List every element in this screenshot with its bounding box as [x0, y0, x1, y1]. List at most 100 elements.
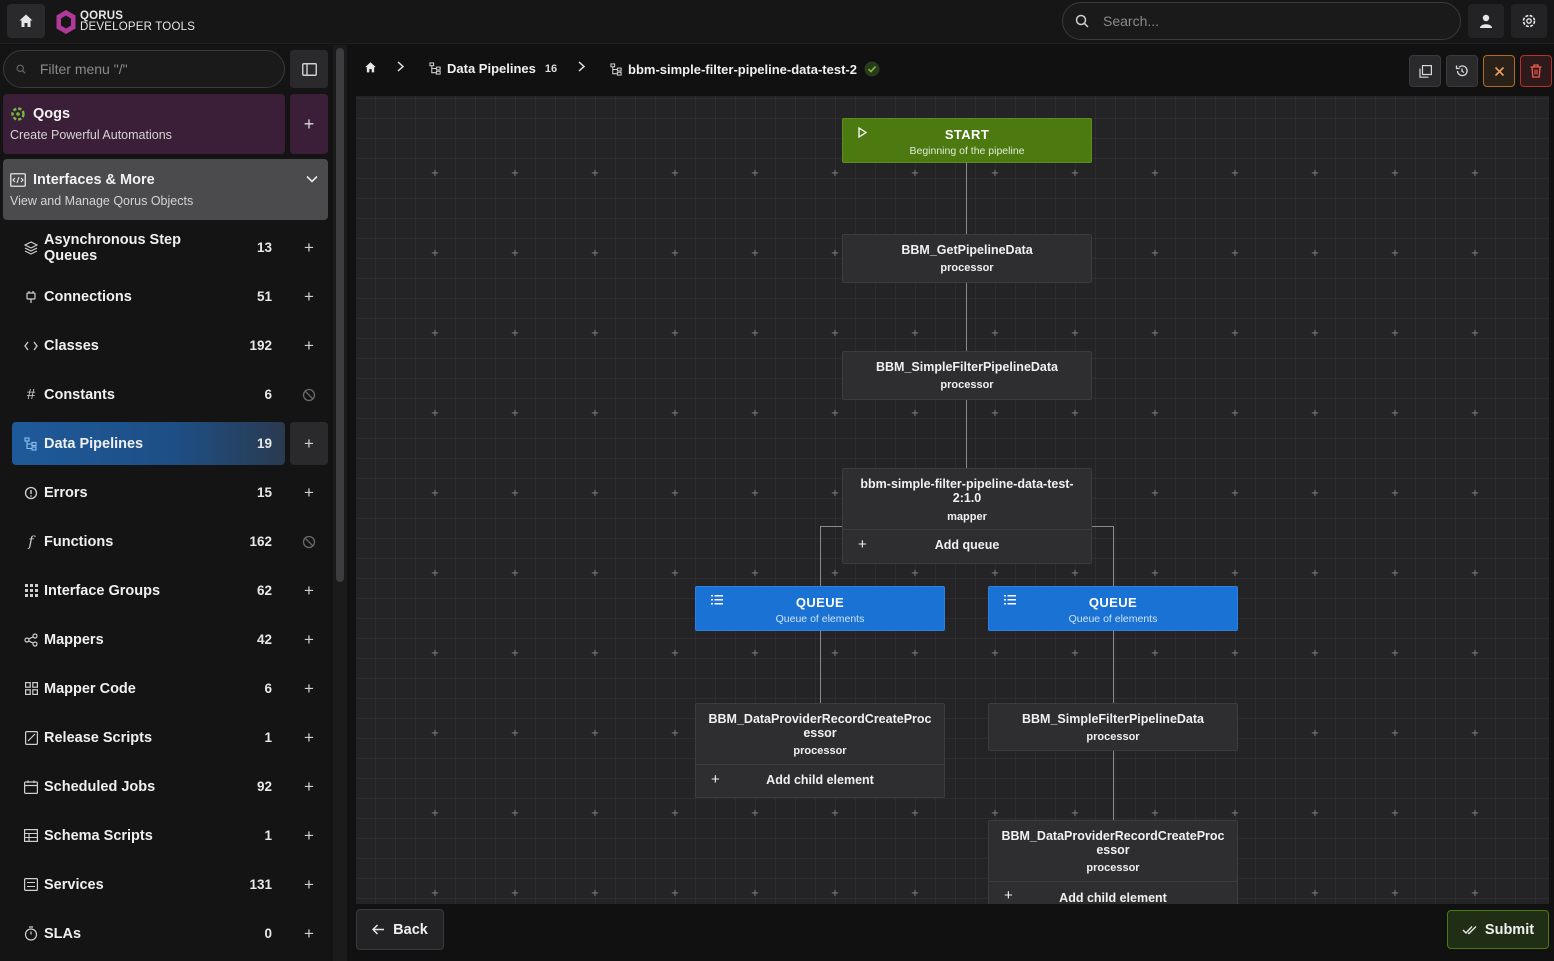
grid-marker: +: [1310, 248, 1320, 259]
grid-marker: +: [750, 488, 760, 499]
pipeline-node-left-record-create[interactable]: BBM_DataProviderRecordCreateProcessor pr…: [695, 703, 945, 798]
sidebar-item-services[interactable]: Services 131: [12, 863, 285, 906]
interfaces-card[interactable]: Interfaces & More View and Manage Qorus …: [3, 159, 328, 220]
clone-button[interactable]: [1409, 55, 1441, 87]
start-node[interactable]: START Beginning of the pipeline: [842, 118, 1092, 163]
sidebar-item-count: 1: [264, 828, 272, 843]
submit-button[interactable]: Submit: [1447, 910, 1549, 949]
sidebar-scrollbar-thumb[interactable]: [336, 48, 344, 582]
sidebar-item-schema-scripts[interactable]: Schema Scripts 1: [12, 814, 285, 857]
filter-menu-input[interactable]: [37, 60, 284, 78]
sidebar-item-interface-groups[interactable]: Interface Groups 62: [12, 569, 285, 612]
add-child-element-button[interactable]: + Add child element: [696, 764, 944, 795]
add-service-button[interactable]: +: [290, 863, 328, 906]
pipeline-node-right-record-create[interactable]: BBM_DataProviderRecordCreateProcessor pr…: [988, 820, 1238, 904]
search-icon: [16, 64, 26, 74]
add-schema-script-button[interactable]: +: [290, 814, 328, 857]
sidebar-item-label: Mapper Code: [44, 680, 136, 697]
grid-marker: +: [430, 808, 440, 819]
global-search[interactable]: [1062, 2, 1461, 40]
grid-marker: +: [1470, 168, 1480, 179]
plus-icon: +: [304, 776, 314, 796]
grid-marker: +: [590, 648, 600, 659]
add-child-label: Add child element: [766, 773, 874, 787]
sidebar-item-errors[interactable]: Errors 15: [12, 471, 285, 514]
history-icon: [1455, 65, 1468, 77]
sidebar-item-slas[interactable]: SLAs 0: [12, 912, 285, 955]
grid-marker: +: [670, 408, 680, 419]
pipeline-node-mapper[interactable]: bbm-simple-filter-pipeline-data-test-2:1…: [842, 468, 1092, 564]
close-icon: [1494, 66, 1504, 76]
add-queue-button[interactable]: + Add queue: [843, 529, 1091, 560]
sidebar-item-constants[interactable]: # Constants 6: [12, 373, 285, 416]
sidebar-item-mapper-code[interactable]: Mapper Code 6: [12, 667, 285, 710]
sidebar-item-functions[interactable]: f Functions 162: [12, 520, 285, 563]
qogs-card[interactable]: Qogs Create Powerful Automations: [3, 94, 285, 154]
settings-button[interactable]: [1511, 4, 1547, 38]
breadcrumb-current-pipeline[interactable]: bbm-simple-filter-pipeline-data-test-2: [610, 61, 880, 77]
pipeline-node-simple-filter[interactable]: BBM_SimpleFilterPipelineData processor: [842, 351, 1092, 400]
sidebar-item-count: 162: [249, 534, 272, 549]
add-data-pipeline-button[interactable]: +: [290, 422, 328, 465]
sidebar-item-classes[interactable]: Classes 192: [12, 324, 285, 367]
delete-button[interactable]: [1520, 55, 1552, 87]
add-scheduled-job-button[interactable]: +: [290, 765, 328, 808]
sidebar-item-data-pipelines[interactable]: Data Pipelines 19: [12, 422, 285, 465]
add-qog-button[interactable]: +: [290, 94, 328, 154]
add-connection-button[interactable]: +: [290, 275, 328, 318]
grid-marker: +: [1470, 248, 1480, 259]
grid-marker: +: [910, 408, 920, 419]
add-sla-button[interactable]: +: [290, 912, 328, 955]
add-child-element-button[interactable]: + Add child element: [989, 881, 1237, 904]
breadcrumb-data-pipelines[interactable]: Data Pipelines 16: [429, 61, 557, 76]
grid-marker: +: [670, 568, 680, 579]
breadcrumb-section-count: 16: [544, 62, 558, 75]
add-release-script-button[interactable]: +: [290, 716, 328, 759]
filter-menu[interactable]: [3, 50, 285, 88]
trash-icon: [1530, 64, 1542, 78]
pipeline-node-right-simple-filter[interactable]: BBM_SimpleFilterPipelineData processor: [988, 703, 1238, 751]
sidebar-item-label: Errors: [44, 484, 88, 501]
grid-marker: +: [590, 328, 600, 339]
sidebar-item-label: Asynchronous Step Queues: [44, 231, 181, 264]
grid-marker: +: [1230, 568, 1240, 579]
pipeline-canvas[interactable]: ++++++++++++++++++++++++++++++++++++++++…: [356, 96, 1549, 904]
add-mapper-button[interactable]: +: [290, 618, 328, 661]
sidebar-item-count: 51: [256, 289, 272, 304]
connector: [820, 526, 842, 527]
home-button[interactable]: [7, 4, 45, 38]
grid-marker: +: [1150, 248, 1160, 259]
queue-node-left[interactable]: QUEUE Queue of elements: [695, 586, 945, 631]
calendar-icon: [20, 780, 42, 794]
user-button[interactable]: [1468, 4, 1504, 38]
grid-marker: +: [590, 408, 600, 419]
pipeline-node-get-data[interactable]: BBM_GetPipelineData processor: [842, 234, 1092, 283]
add-mapper-code-button[interactable]: +: [290, 667, 328, 710]
history-button[interactable]: [1446, 55, 1478, 87]
sidebar-item-connections[interactable]: Connections 51: [12, 275, 285, 318]
grid-marker: +: [1070, 328, 1080, 339]
sidebar-item-scheduled-jobs[interactable]: Scheduled Jobs 92: [12, 765, 285, 808]
search-input[interactable]: [1101, 12, 1401, 30]
qorus-logo[interactable]: QORUS DEVELOPER TOOLS: [55, 9, 195, 35]
add-error-button[interactable]: +: [290, 471, 328, 514]
add-interface-group-button[interactable]: +: [290, 569, 328, 612]
error-icon: [20, 486, 42, 500]
chevron-down-icon[interactable]: [306, 175, 318, 183]
close-button[interactable]: [1483, 55, 1515, 87]
add-async-step-queue-button[interactable]: +: [290, 226, 328, 269]
add-class-button[interactable]: +: [290, 324, 328, 367]
grid-marker: +: [1150, 568, 1160, 579]
back-button[interactable]: Back: [356, 909, 444, 950]
queue-node-right[interactable]: QUEUE Queue of elements: [988, 586, 1238, 631]
queue-subtitle: Queue of elements: [1068, 613, 1158, 625]
plus-icon: +: [304, 727, 314, 747]
collapse-sidebar-button[interactable]: [290, 50, 328, 88]
logo-subtitle: DEVELOPER TOOLS: [80, 21, 196, 33]
plus-icon: +: [304, 286, 314, 306]
breadcrumb-home[interactable]: [364, 61, 377, 74]
sidebar-item-async-step-queues[interactable]: Asynchronous Step Queues 13: [12, 226, 285, 269]
sidebar-item-mappers[interactable]: Mappers 42: [12, 618, 285, 661]
sidebar-item-release-scripts[interactable]: Release Scripts 1: [12, 716, 285, 759]
node-type: processor: [1086, 862, 1140, 874]
